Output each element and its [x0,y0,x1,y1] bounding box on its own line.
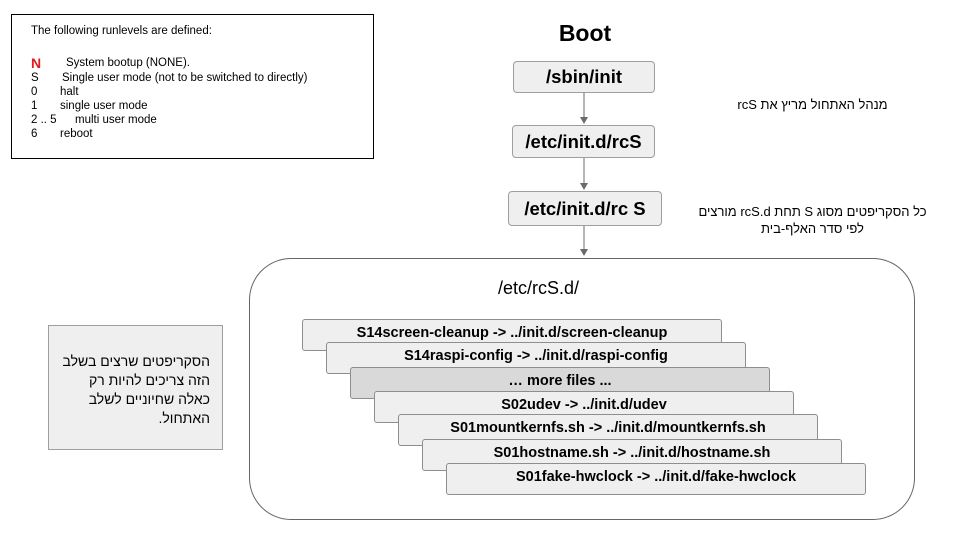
step-init-d-rcs: /etc/init.d/rcS [512,125,655,158]
runlevel-desc: halt [60,86,79,98]
runlevels-legend: The following runlevels are defined: N S… [11,14,374,159]
side-note: הסקריפטים שרצים בשלב הזה צריכים להיות רק… [48,325,223,450]
script-s01fake-hwclock: S01fake-hwclock -> ../init.d/fake-hwcloc… [446,463,866,495]
step-sbin-init: /sbin/init [513,61,655,93]
runlevel-key: 0 [31,86,38,98]
runlevel-key: S [31,72,39,84]
note-rcsd-line1: כל הסקריפטים מסוג S תחת rcS.d מורצים [698,204,927,219]
boot-title: Boot [558,20,612,46]
runlevels-title: The following runlevels are defined: [31,25,212,37]
runlevel-row-s: S Single user mode (not to be switched t… [31,72,307,84]
runlevel-row-1: 1 single user mode [31,100,148,112]
runlevel-desc: multi user mode [75,114,157,126]
note-rcsd-line2: לפי סדר האלף-בית [761,221,864,236]
runlevel-key: 6 [31,128,38,140]
runlevel-desc: System bootup (NONE). [66,57,190,69]
runlevel-desc: Single user mode (not to be switched to … [62,72,308,84]
runlevel-row-0: 0 halt [31,86,79,98]
note-init-runs-rcs: מנהל האתחול מריץ את rcS [737,97,888,112]
runlevel-key: N [31,55,42,71]
rcsd-label: /etc/rcS.d/ [498,278,580,298]
step-init-d-rc-s: /etc/init.d/rc S [508,191,662,226]
runlevel-desc: reboot [60,128,93,140]
runlevel-row-n: N System bootup (NONE). [31,55,190,71]
note-rcsd-order: כל הסקריפטים מסוג S תחת rcS.d מורצים לפי… [680,203,945,237]
runlevel-desc: single user mode [60,100,148,112]
rcsd-container [249,258,915,520]
runlevel-key: 1 [31,100,38,112]
runlevel-row-6: 6 reboot [31,128,93,140]
